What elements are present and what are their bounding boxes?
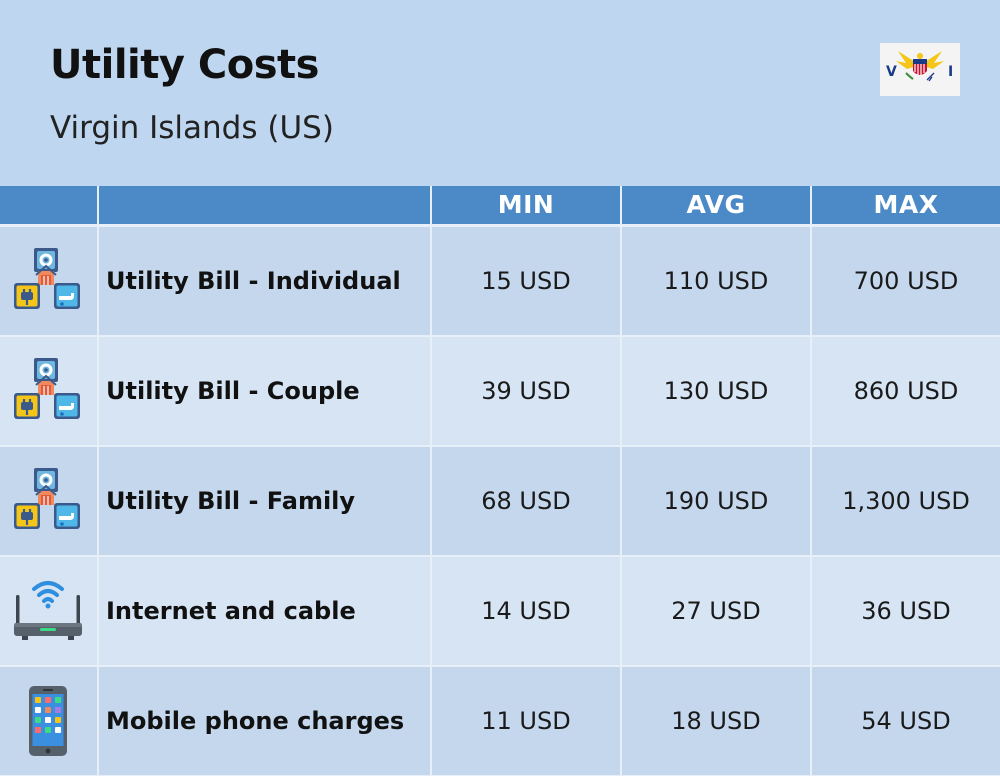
avg-value: 190 USD xyxy=(621,445,812,557)
max-value: 860 USD xyxy=(811,335,1000,447)
page-subtitle: Virgin Islands (US) xyxy=(50,110,334,146)
row-label: Utility Bill - Couple xyxy=(98,335,432,447)
mobile-phone-icon xyxy=(29,685,67,756)
table-row: Internet and cable 14 USD 27 USD 36 USD xyxy=(0,555,1000,667)
label-column-header xyxy=(98,186,432,227)
utility-costs-table: MIN AVG MAX xyxy=(0,186,1000,776)
row-label: Utility Bill - Family xyxy=(98,445,432,557)
table-header-row: MIN AVG MAX xyxy=(0,186,1000,227)
table-row: Utility Bill - Family 68 USD 190 USD 1,3… xyxy=(0,445,1000,557)
min-value: 15 USD xyxy=(431,225,622,337)
us-virgin-islands-flag-icon: V I xyxy=(880,43,960,96)
avg-column-header: AVG xyxy=(621,186,812,227)
avg-value: 130 USD xyxy=(621,335,812,447)
min-value: 39 USD xyxy=(431,335,622,447)
max-value: 700 USD xyxy=(811,225,1000,337)
avg-value: 27 USD xyxy=(621,555,812,667)
min-value: 11 USD xyxy=(431,665,622,776)
svg-text:I: I xyxy=(948,64,953,80)
max-column-header: MAX xyxy=(811,186,1000,227)
table-row: Utility Bill - Couple 39 USD 130 USD 860… xyxy=(0,335,1000,447)
utilities-icon xyxy=(14,357,80,419)
min-column-header: MIN xyxy=(431,186,622,227)
row-label: Internet and cable xyxy=(98,555,432,667)
min-value: 68 USD xyxy=(431,445,622,557)
avg-value: 110 USD xyxy=(621,225,812,337)
max-value: 36 USD xyxy=(811,555,1000,667)
row-label: Utility Bill - Individual xyxy=(98,225,432,337)
avg-value: 18 USD xyxy=(621,665,812,776)
min-value: 14 USD xyxy=(431,555,622,667)
max-value: 1,300 USD xyxy=(811,445,1000,557)
svg-text:V: V xyxy=(886,64,897,80)
utilities-icon xyxy=(14,247,80,309)
page-title: Utility Costs xyxy=(50,42,319,88)
utilities-icon xyxy=(14,467,80,529)
wifi-router-icon xyxy=(14,580,82,640)
row-label: Mobile phone charges xyxy=(98,665,432,776)
page-header: Utility Costs Virgin Islands (US) V I xyxy=(0,0,1000,186)
max-value: 54 USD xyxy=(811,665,1000,776)
table-row: Utility Bill - Individual 15 USD 110 USD… xyxy=(0,225,1000,337)
icon-column-header xyxy=(0,186,99,227)
table-row: Mobile phone charges 11 USD 18 USD 54 US… xyxy=(0,665,1000,776)
